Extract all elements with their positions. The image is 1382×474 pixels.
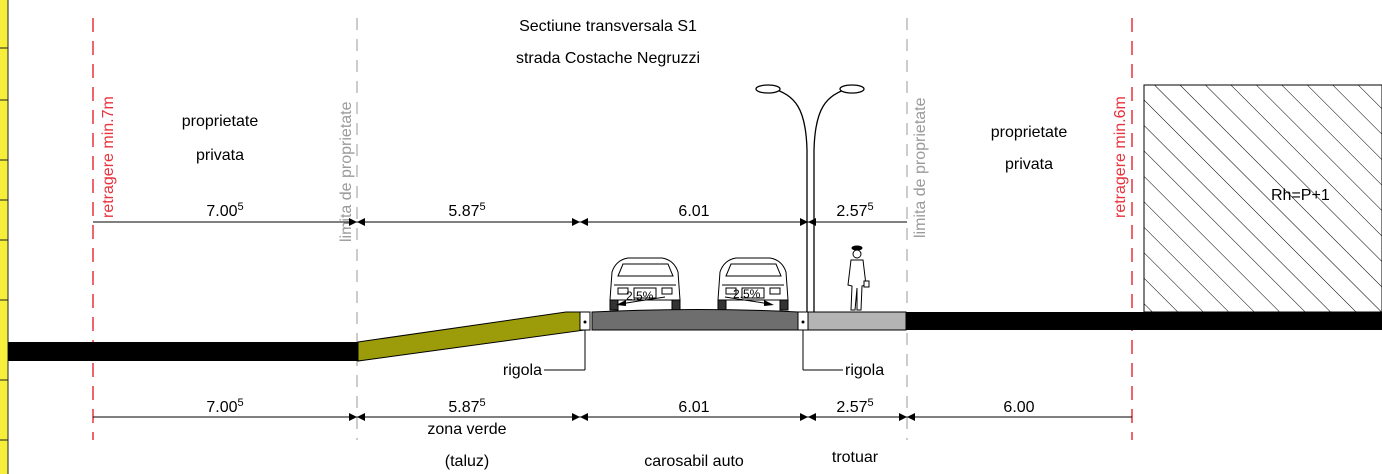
- dimension-tick: [800, 413, 816, 421]
- ground-right: [906, 312, 1382, 330]
- building-label: Rh=P+1: [1271, 187, 1330, 204]
- dimension-tick: [572, 413, 588, 421]
- section-subtitle: strada Costache Negruzzi: [516, 50, 700, 67]
- dimension-top-2: 5.875: [448, 201, 485, 220]
- dimension-bottom-5: 6.00: [1003, 399, 1034, 416]
- car-front-icon: [609, 257, 681, 311]
- ground-left: [8, 342, 358, 361]
- dimension-bottom-3: 6.01: [678, 399, 709, 416]
- dimension-tick: [800, 218, 816, 226]
- dimension-tick: [349, 413, 365, 421]
- right-property-label: proprietate: [991, 124, 1068, 141]
- slope-label-left: 2.5%: [626, 289, 654, 303]
- dimension-top-1: 7.005: [206, 201, 243, 220]
- dimension-bottom-1: 7.005: [206, 397, 243, 416]
- gutter-left-label: rigola: [503, 362, 542, 379]
- sidewalk: [807, 311, 907, 331]
- zone-green-label: zona verde: [427, 421, 506, 438]
- zone-sidewalk-label: trotuar: [832, 449, 879, 466]
- dimension-bottom-2: 5.875: [448, 397, 485, 416]
- left-property-label-2: privata: [196, 147, 244, 164]
- right-property-label-2: privata: [1005, 156, 1053, 173]
- right-setback-label: retragere min.6m: [1112, 96, 1129, 218]
- dimension-top-4: 2.575: [836, 201, 873, 220]
- car-front-icon: [717, 257, 789, 311]
- zone-green-label-2: (taluz): [445, 453, 489, 470]
- slope-label-right: 2.5%: [733, 287, 761, 301]
- dimension-tick: [349, 218, 365, 226]
- dimension-top-3: 6.01: [678, 203, 709, 220]
- dimension-ticks-top: [349, 218, 816, 226]
- section-title: Sectiune transversala S1: [519, 18, 697, 35]
- dimension-tick: [899, 413, 915, 421]
- zone-carriageway-label: carosabil auto: [644, 453, 744, 470]
- green-slope: [357, 311, 586, 362]
- dimension-tick: [572, 218, 588, 226]
- slope-arrow-right: [724, 296, 774, 306]
- left-property-limit-label: limita de proprietate: [338, 101, 355, 242]
- dimension-ticks-bottom: [349, 413, 915, 421]
- left-setback-label: retragere min.7m: [100, 96, 117, 218]
- left-margin-stripe: [0, 0, 9, 474]
- gutter-right-label: rigola: [845, 362, 884, 379]
- building: Rh=P+1: [1143, 84, 1382, 313]
- dimension-bottom-4: 2.575: [836, 397, 873, 416]
- pedestrian-icon: [847, 245, 870, 311]
- right-property-limit-label: limita de proprietate: [912, 97, 929, 238]
- road-profile: [8, 309, 1382, 362]
- street-lamp-icon: [755, 84, 865, 312]
- slope-arrow-left: [616, 296, 666, 306]
- carriageway: [591, 309, 799, 331]
- left-property-label: proprietate: [182, 113, 259, 130]
